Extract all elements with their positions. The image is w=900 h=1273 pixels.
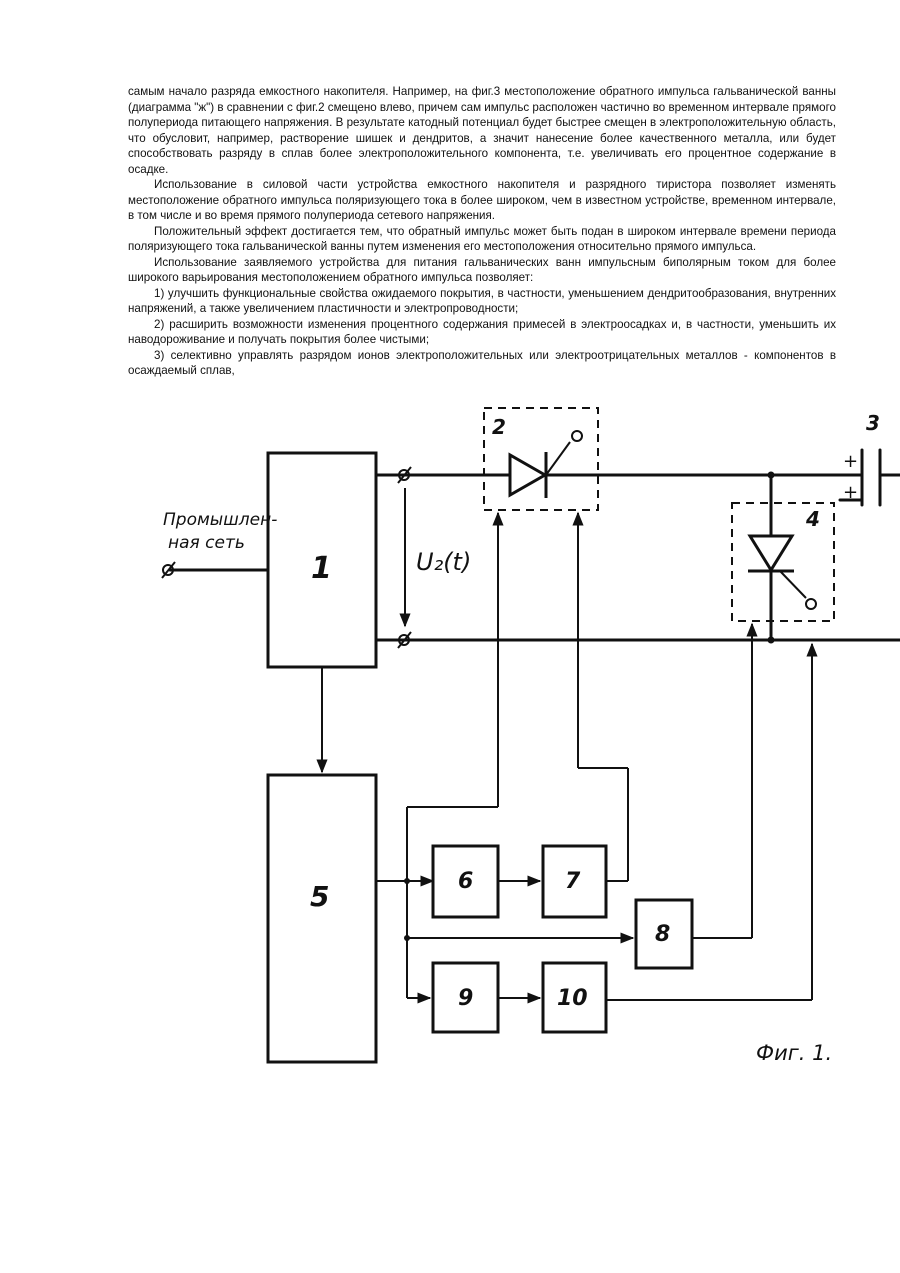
block-3-label: 3 (866, 411, 880, 435)
body-text: самым начало разряда емкостного накопите… (128, 84, 836, 379)
paragraph: самым начало разряда емкостного накопите… (128, 84, 836, 177)
mains-label: ная сеть (168, 533, 245, 553)
block-7-label: 7 (565, 869, 581, 894)
list-item: 3) селективно управлять разрядом ионов э… (128, 348, 836, 379)
block-1-label: 1 (311, 551, 332, 586)
block-2-label: 2 (492, 415, 506, 439)
paragraph: Использование в силовой части устройства… (128, 177, 836, 224)
paragraph: Положительный эффект достигается тем, чт… (128, 224, 836, 255)
plus-sign: + (843, 451, 858, 472)
block-4-label: 4 (805, 507, 820, 531)
paragraph: Использование заявляемого устройства для… (128, 255, 836, 286)
block-5-label: 5 (310, 880, 329, 913)
list-item: 1) улучшить функциональные свойства ожид… (128, 286, 836, 317)
block-8-label: 8 (655, 922, 670, 947)
block-6-label: 6 (458, 869, 473, 894)
figure-caption: Фиг. 1. (756, 1041, 832, 1065)
voltage-label: U₂(t) (416, 548, 471, 576)
list-item: 2) расширить возможности изменения проце… (128, 317, 836, 348)
block-5 (268, 775, 376, 1062)
plus-sign: + (843, 482, 858, 503)
mains-label: Промышлен- (163, 510, 277, 530)
block-10-label: 10 (557, 986, 588, 1011)
block-9-label: 9 (458, 986, 473, 1011)
block-diagram: Промышлен- ная сеть U₂(t) + + 1 2 3 4 5 … (0, 400, 900, 1100)
